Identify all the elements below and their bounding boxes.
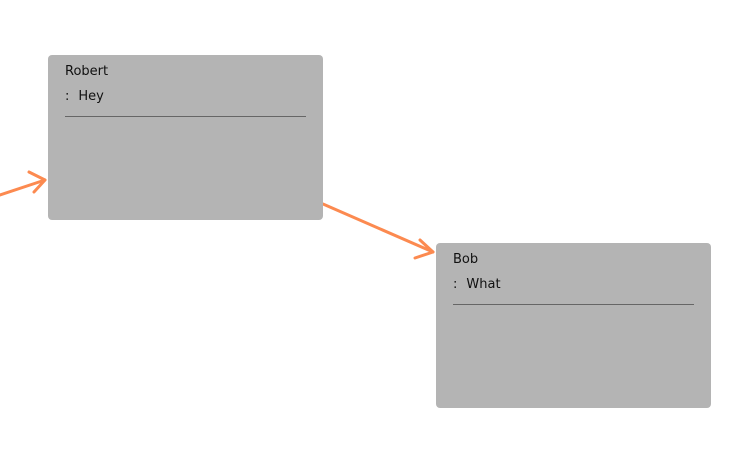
dialogue-text: What — [466, 277, 501, 292]
node-dialogue-line: : Hey — [65, 89, 306, 105]
node-speaker-name: Bob — [453, 252, 479, 267]
dialogue-node-bob[interactable]: Bob : What — [436, 243, 711, 408]
dialogue-separator: : — [453, 277, 458, 292]
dialogue-text: Hey — [78, 89, 104, 104]
edge-incoming-robert — [0, 170, 47, 197]
dialogue-node-robert[interactable]: Robert : Hey — [48, 55, 323, 220]
node-dialogue-line: : What — [453, 277, 694, 293]
node-divider — [453, 304, 694, 305]
edge-robert-to-bob — [321, 202, 435, 260]
node-speaker-name: Robert — [65, 64, 109, 79]
dialogue-separator: : — [65, 89, 70, 104]
node-divider — [65, 116, 306, 117]
